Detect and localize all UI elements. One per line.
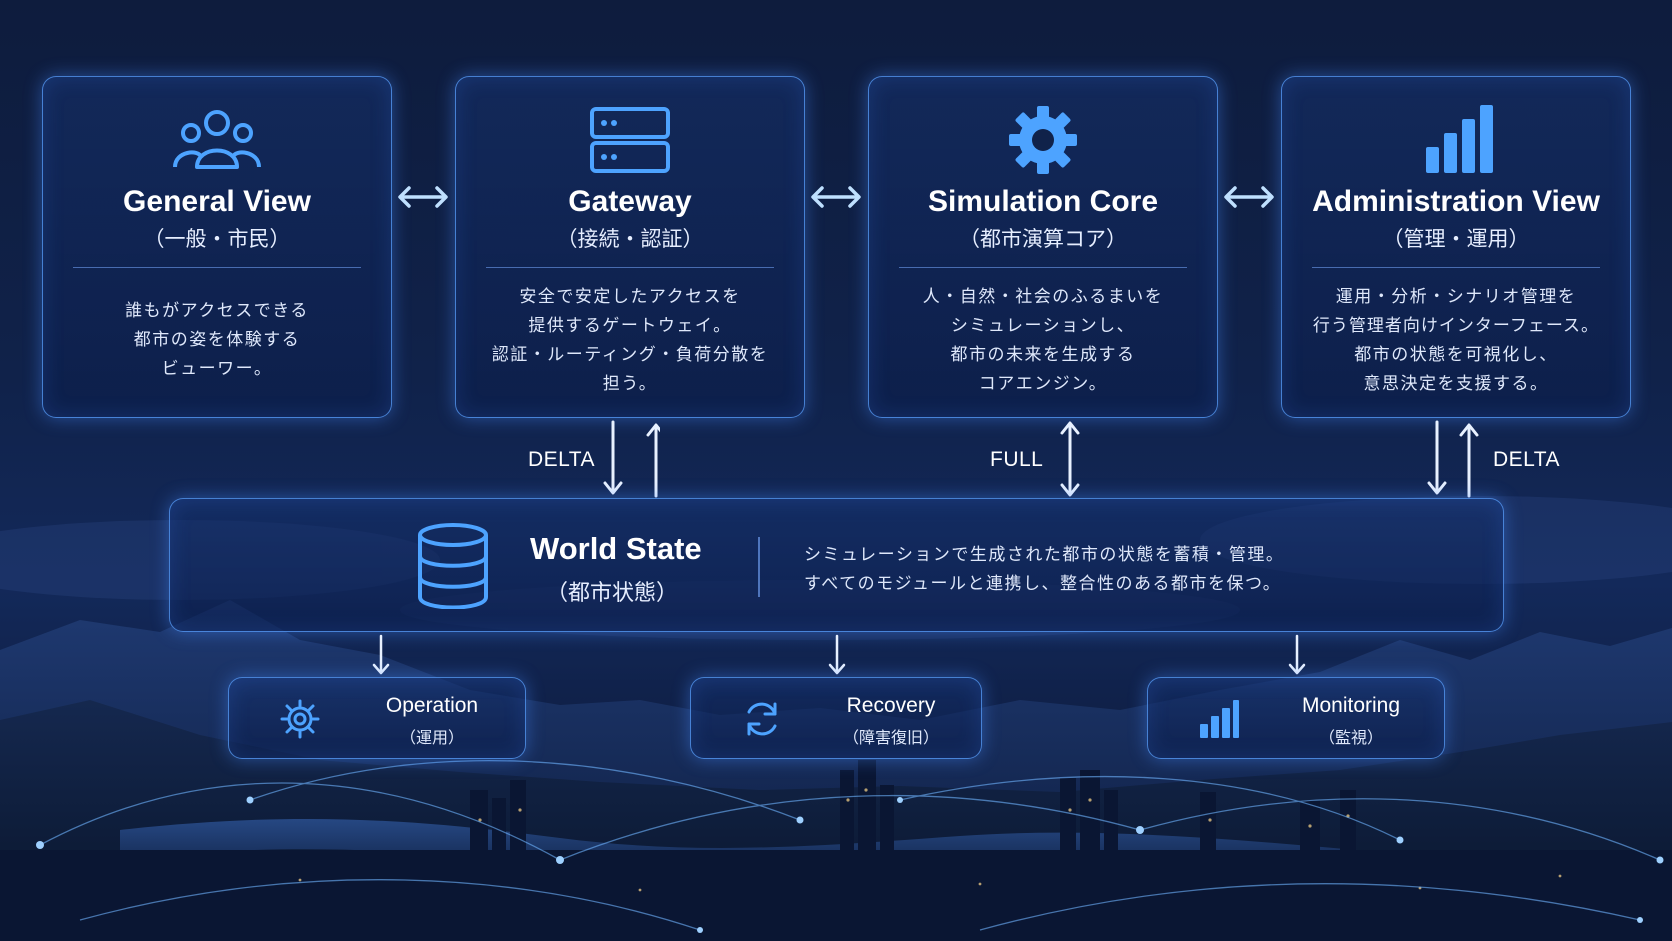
description-line: シミュレーションで生成された都市の状態を蓄積・管理。	[804, 545, 1285, 565]
card-divider	[1312, 267, 1600, 268]
monitoring-module: Monitoring （監視）	[1147, 677, 1445, 759]
flow-label-full: FULL	[990, 448, 1044, 471]
world-state-description: シミュレーションで生成された都市の状態を蓄積・管理。 すべてのモジュールと連携し…	[804, 541, 1284, 599]
city-lights	[298, 788, 1562, 892]
down-arrow	[372, 634, 390, 675]
description-line: 都市の状態を可視化し、	[1354, 345, 1558, 365]
description-line: 安全で安定したアクセスを	[519, 287, 741, 307]
gateway-card: Gateway （接続・認証） 安全で安定したアクセスを 提供するゲートウェイ。…	[455, 76, 805, 418]
description-line: 運用・分析・シナリオ管理を	[1335, 287, 1577, 307]
bidirectional-arrow	[811, 186, 861, 208]
module-title: Monitoring	[1301, 694, 1401, 717]
operation-module: Operation （運用）	[228, 677, 526, 759]
description-line: 意思決定を支援する。	[1363, 374, 1549, 394]
module-title: Operation	[385, 694, 479, 717]
simulation-core-card: Simulation Core （都市演算コア） 人・自然・社会のふるまいを シ…	[868, 76, 1218, 418]
card-subtitle: （管理・運用）	[1382, 227, 1530, 251]
server-icon	[590, 107, 670, 173]
card-subtitle: （一般・市民）	[143, 227, 291, 251]
card-subtitle: （都市演算コア）	[959, 227, 1127, 251]
description-line: 誰もがアクセスできる	[125, 301, 309, 321]
card-description: 運用・分析・シナリオ管理を 行う管理者向けインターフェース。 都市の状態を可視化…	[1292, 283, 1620, 399]
database-icon	[418, 523, 488, 609]
recovery-module: Recovery （障害復旧）	[690, 677, 982, 759]
description-line: 提供するゲートウェイ。	[528, 316, 732, 336]
full-flow-arrow	[1060, 421, 1080, 497]
network-nodes	[36, 796, 1664, 933]
network-arcs	[39, 760, 1661, 931]
city-buildings	[0, 760, 1672, 941]
card-divider	[899, 267, 1187, 268]
card-description: 人・自然・社会のふるまいを シミュレーションし、 都市の未来を生成する コアエン…	[879, 283, 1207, 399]
card-title: Gateway	[568, 185, 692, 218]
card-title: Simulation Core	[927, 185, 1159, 218]
flow-label-delta: DELTA	[1493, 448, 1561, 471]
refresh-icon	[747, 702, 777, 736]
description-line: 都市の姿を体験する	[133, 330, 301, 350]
description-line: 認証・ルーティング・負荷分散を	[491, 345, 769, 365]
gear-icon	[1009, 106, 1077, 174]
bar-chart-icon	[1200, 700, 1239, 738]
river	[120, 818, 1380, 874]
module-subtitle: （障害復旧）	[842, 728, 939, 747]
description-line: 行う管理者向けインターフェース。	[1312, 316, 1600, 336]
card-title: General View	[123, 185, 311, 218]
description-line: 都市の未来を生成する	[950, 345, 1136, 365]
bar-chart-icon	[1426, 105, 1493, 173]
description-line: コアエンジン。	[978, 374, 1108, 394]
module-subtitle: （監視）	[1318, 728, 1383, 747]
world-state-divider	[758, 537, 760, 597]
description-line: 担う。	[602, 374, 658, 394]
users-icon	[173, 110, 261, 169]
description-line: すべてのモジュールと連携し、整合性のある都市を保つ。	[804, 574, 1282, 594]
card-subtitle: （接続・認証）	[556, 227, 704, 251]
card-description: 安全で安定したアクセスを 提供するゲートウェイ。 認証・ルーティング・負荷分散を…	[466, 283, 794, 399]
card-divider	[486, 267, 774, 268]
bidirectional-arrow	[1224, 186, 1274, 208]
module-subtitle: （運用）	[399, 728, 464, 747]
bidirectional-arrow	[398, 186, 448, 208]
administration-view-card: Administration View （管理・運用） 運用・分析・シナリオ管理…	[1281, 76, 1631, 418]
world-state-subtitle: （都市状態）	[546, 581, 679, 606]
description-line: シミュレーションし、	[950, 316, 1136, 336]
down-arrow	[828, 634, 846, 675]
card-title: Administration View	[1312, 185, 1600, 218]
world-state-panel: World State （都市状態） シミュレーションで生成された都市の状態を蓄…	[169, 498, 1504, 632]
card-description: 誰もがアクセスできる 都市の姿を体験する ビューワー。	[53, 297, 381, 384]
module-title: Recovery	[846, 694, 936, 717]
world-state-title: World State	[530, 531, 702, 566]
delta-flow-arrows	[603, 420, 660, 498]
delta-flow-arrows	[1427, 420, 1479, 498]
description-line: ビューワー。	[161, 359, 273, 379]
card-divider	[73, 267, 361, 268]
description-line: 人・自然・社会のふるまいを	[922, 287, 1164, 307]
general-view-card: General View （一般・市民） 誰もがアクセスできる 都市の姿を体験す…	[42, 76, 392, 418]
flow-label-delta: DELTA	[528, 448, 596, 471]
gear-icon	[280, 699, 320, 739]
down-arrow	[1288, 634, 1306, 675]
